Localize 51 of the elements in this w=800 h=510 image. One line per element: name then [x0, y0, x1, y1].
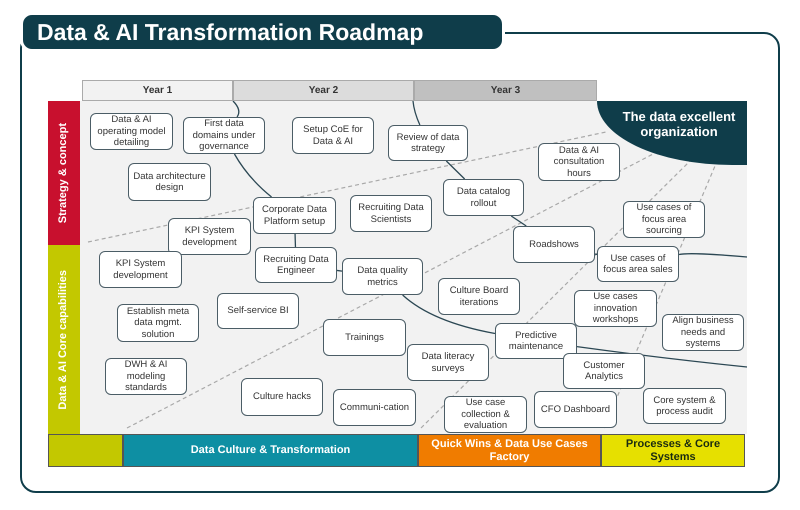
connector-line	[576, 346, 748, 368]
task-box: Use cases of focus area sourcing	[623, 201, 705, 238]
row-band: Data & AI Core capabilities	[48, 245, 80, 434]
task-box: Roadshows	[513, 226, 595, 263]
task-box: Recruiting Data Scientists	[350, 195, 432, 232]
year-header: Year 1	[82, 80, 233, 101]
task-box: Use case collection & evaluation	[444, 396, 527, 433]
task-box: Data architecture design	[128, 163, 211, 201]
task-box: Data & AI operating model detailing	[90, 113, 173, 150]
connector-line	[678, 253, 748, 258]
year-header: Year 3	[414, 80, 597, 101]
task-box: KPI System development	[99, 251, 182, 288]
task-box: Use cases innovation workshops	[574, 290, 657, 327]
task-box: Corporate Data Platform setup	[253, 197, 336, 234]
connector-line	[232, 100, 240, 118]
task-box: Predictive maintenance	[495, 323, 577, 359]
task-box: Trainings	[323, 319, 406, 356]
task-box: Core system & process audit	[643, 388, 726, 424]
title-banner: Data & AI Transformation Roadmap	[20, 12, 505, 52]
row-band: Strategy & concept	[48, 101, 80, 245]
task-box: First data domains under governance	[183, 117, 265, 154]
task-box: Data quality metrics	[342, 258, 423, 295]
connector-line	[594, 253, 598, 256]
task-box: Culture hacks	[241, 378, 323, 416]
task-box: Communi-cation	[333, 389, 416, 426]
task-box: Use cases of focus area sales	[597, 246, 679, 282]
task-box: Culture Board iterations	[438, 278, 520, 315]
task-box: Align business needs and systems	[662, 314, 744, 351]
connector-line	[234, 154, 272, 198]
task-box: Customer Analytics	[563, 353, 645, 389]
task-box: Setup CoE for Data & AI	[292, 117, 374, 154]
connector-line	[294, 234, 296, 248]
task-box: DWH & AI modeling standards	[105, 358, 187, 395]
connector-line	[446, 160, 466, 180]
task-box: Self-service BI	[217, 293, 299, 329]
connector-line	[402, 294, 496, 334]
task-box: CFO Dashboard	[534, 391, 617, 428]
column-band: Processes & Core Systems	[601, 434, 745, 467]
connector-line	[412, 100, 420, 126]
connector-line	[336, 270, 342, 272]
connector-line	[510, 215, 527, 227]
task-box: Review of data strategy	[388, 125, 468, 161]
task-box: KPI System development	[168, 218, 251, 255]
task-box: Data & AI consultation hours	[538, 143, 620, 181]
task-box: Establish meta data mgmt. solution	[117, 304, 199, 342]
task-box: Recruiting Data Engineer	[255, 247, 337, 283]
task-box: Data catalog rollout	[443, 179, 524, 216]
column-band: Data Culture & Transformation	[123, 434, 418, 467]
year-header: Year 2	[233, 80, 414, 101]
task-box: Data literacy surveys	[407, 344, 489, 381]
column-band: Quick Wins & Data Use Cases Factory	[418, 434, 601, 467]
